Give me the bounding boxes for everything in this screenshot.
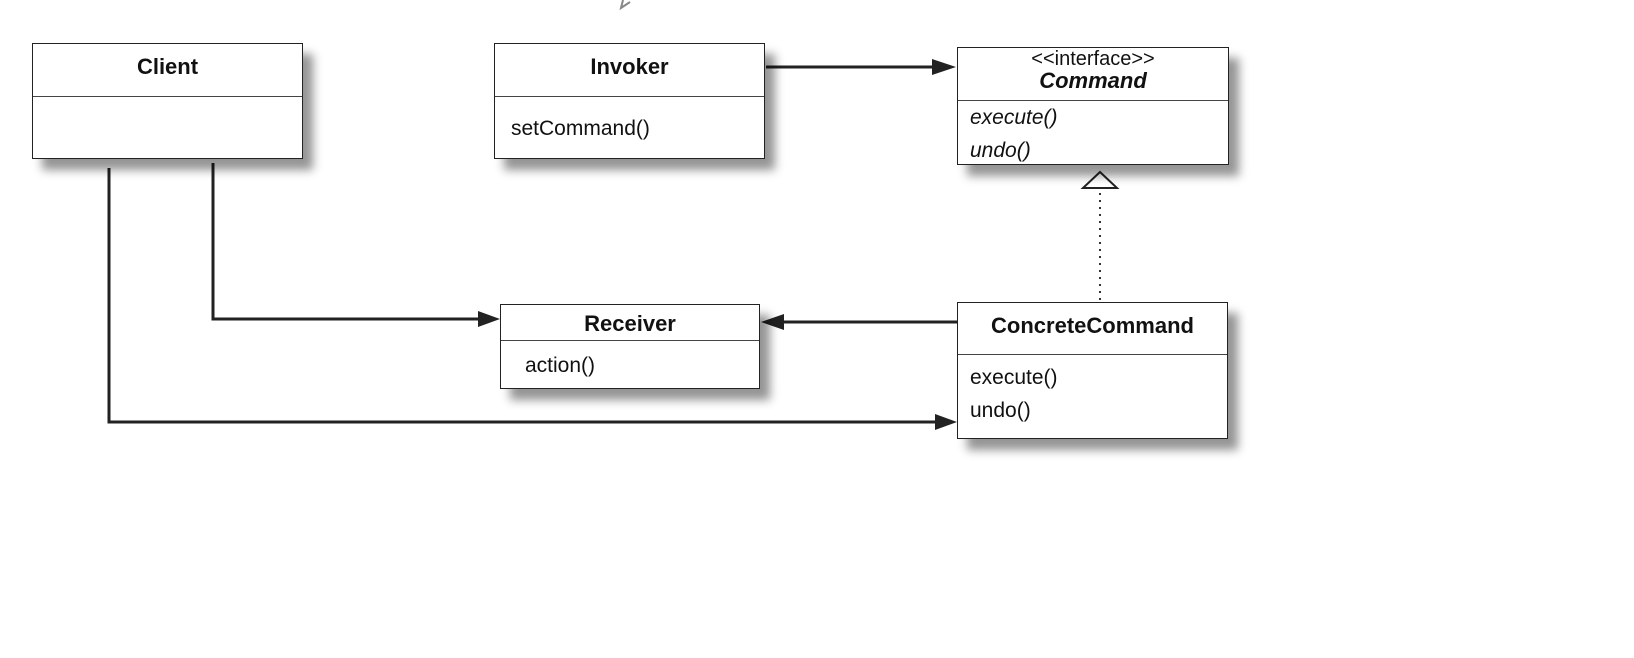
class-client: Client (32, 43, 303, 159)
class-invoker-header: Invoker (495, 44, 764, 97)
class-client-name: Client (136, 54, 199, 79)
class-receiver-header: Receiver (501, 305, 759, 341)
operation-execute: execute() (970, 366, 1058, 389)
scribble-mark (619, 0, 631, 11)
edge-concretecommand-command-realization (1080, 170, 1120, 300)
operation-undo: undo() (970, 399, 1031, 422)
edge-client-concretecommand (107, 168, 957, 430)
class-command-name: Command (1039, 68, 1147, 93)
class-receiver-name: Receiver (584, 311, 676, 336)
operation-execute-abstract: execute() (970, 106, 1058, 129)
class-invoker-name: Invoker (590, 54, 669, 79)
operation-action: action() (525, 354, 596, 377)
class-invoker: Invoker setCommand() (494, 43, 765, 159)
class-invoker-operations: setCommand() (495, 97, 764, 145)
edge-concretecommand-receiver (761, 314, 957, 330)
class-client-header: Client (33, 44, 302, 97)
class-concretecommand-header: ConcreteCommand (958, 303, 1227, 355)
class-command-header: <<interface>> Command (958, 48, 1228, 101)
class-concretecommand-operations: execute() undo() (958, 355, 1227, 427)
edge-invoker-command (766, 59, 956, 75)
class-concretecommand-name: ConcreteCommand (991, 313, 1194, 338)
class-receiver-operations: action() (501, 341, 759, 382)
class-command-interface: <<interface>> Command execute() undo() (957, 47, 1229, 165)
class-receiver: Receiver action() (500, 304, 760, 389)
class-concretecommand: ConcreteCommand execute() undo() (957, 302, 1228, 439)
operation-setcommand: setCommand() (511, 117, 650, 140)
edge-client-receiver (211, 163, 500, 327)
class-command-operations: execute() undo() (958, 101, 1228, 167)
class-command-stereotype: <<interface>> (1031, 48, 1155, 70)
operation-undo-abstract: undo() (970, 139, 1031, 162)
